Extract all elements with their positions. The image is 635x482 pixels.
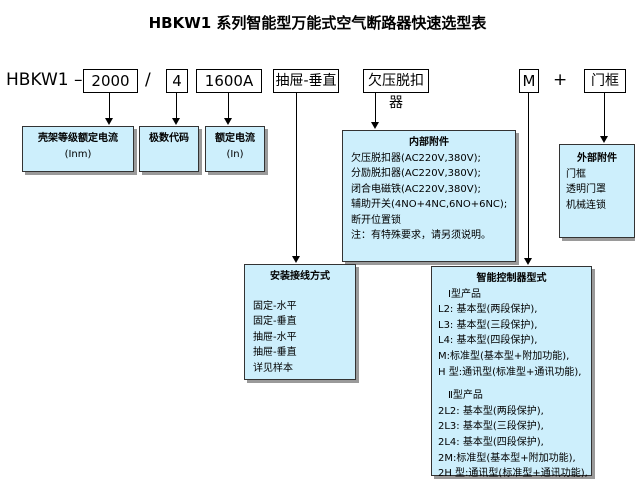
arrow-rated [224, 118, 232, 125]
smart-group1-item: M:标准型(基本型+附加功能), [438, 350, 570, 362]
internal-title: 内部附件 [409, 137, 449, 148]
smart-group1-item: L2: 基本型(两段保护), [438, 304, 538, 316]
rated-info-title: 额定电流 [215, 133, 255, 144]
connector-install [296, 92, 297, 256]
internal-item: 注：有特殊要求，请另须说明。 [351, 230, 491, 241]
release-box: 欠压脱扣器 [363, 69, 429, 111]
arrow-door [600, 136, 608, 143]
frame-info-title: 壳架等级额定电流 [38, 133, 118, 144]
frame-info-box: 壳架等级额定电流 (Inm) [22, 126, 134, 172]
plus-sign: + [553, 70, 568, 90]
install-item: 抽屉-垂直 [253, 347, 297, 358]
arrow-frame [105, 118, 113, 125]
internal-item: 辅助开关(4NO+4NC,6NO+6NC); [351, 199, 508, 210]
smart-group1-title: Ⅰ型产品 [448, 288, 481, 300]
install-item: 固定-垂直 [253, 316, 297, 327]
external-accessories-box: 外部附件 门框 透明门罩 机械连锁 [559, 144, 635, 238]
poles-info-box: 极数代码 [139, 126, 199, 172]
smart-group2-title: Ⅱ型产品 [448, 390, 483, 402]
external-title: 外部附件 [577, 153, 617, 164]
rated-info-sub: (In) [226, 148, 244, 160]
poles-info-title: 极数代码 [149, 133, 189, 144]
smart-group2-item: 2H 型:通讯型(标准型+通讯功能), [438, 468, 588, 480]
internal-item: 欠压脱扣器(AC220V,380V); [351, 152, 481, 164]
smart-group1-item: L4: 基本型(四段保护), [438, 335, 538, 347]
install-item: 固定-水平 [253, 300, 297, 312]
frame-info-sub: (Inm) [64, 148, 92, 160]
install-item: 详见样本 [253, 362, 293, 374]
type-code-box: M [519, 69, 539, 93]
smart-group2-item: 2L3: 基本型(三段保护), [438, 421, 544, 433]
install-title: 安装接线方式 [270, 271, 330, 282]
install-box: 抽屉-垂直 [273, 69, 339, 93]
door-box: 门框 [584, 69, 626, 93]
poles-box: 4 [166, 69, 188, 93]
internal-item: 断开位置锁 [351, 214, 401, 226]
arrow-release [371, 122, 379, 129]
external-item: 透明门罩 [566, 184, 606, 195]
connector-door [604, 92, 605, 136]
smart-spacer [438, 380, 591, 388]
smart-controller-box: 智能控制器型式 Ⅰ型产品 L2: 基本型(两段保护), L3: 基本型(三段保护… [431, 266, 592, 479]
install-item: 抽屉-水平 [253, 331, 297, 343]
arrow-type [524, 258, 532, 265]
install-method-box: 安装接线方式 固定-水平 固定-垂直 抽屉-水平 抽屉-垂直 详见样本 [244, 264, 356, 380]
page-title: HBKW1 系列智能型万能式空气断路器快速选型表 [148, 14, 487, 32]
smart-group2-item: 2M:标准型(基本型+附加功能), [438, 452, 576, 464]
install-spacer [253, 285, 355, 299]
rated-current-box: 1600A [196, 69, 262, 93]
smart-group1-item: L3: 基本型(三段保护), [438, 319, 538, 331]
connector-frame [109, 92, 110, 118]
smart-group2-item: 2L4: 基本型(四段保护), [438, 436, 544, 448]
internal-item: 闭合电磁铁(AC220V,380V); [351, 183, 481, 195]
rated-info-box: 额定电流 (In) [205, 126, 265, 172]
external-item: 机械连锁 [566, 199, 606, 211]
connector-release [375, 92, 376, 122]
connector-type [528, 92, 529, 258]
internal-item: 分励脱扣器(AC220V,380V); [351, 168, 481, 179]
frame-current-box: 2000 [83, 69, 138, 93]
internal-accessories-box: 内部附件 欠压脱扣器(AC220V,380V); 分励脱扣器(AC220V,38… [342, 130, 516, 262]
smart-title: 智能控制器型式 [476, 273, 547, 284]
connector-rated [228, 92, 229, 118]
separator-slash: / [145, 70, 151, 90]
smart-group2-item: 2L2: 基本型(两段保护), [438, 405, 544, 417]
arrow-poles [172, 118, 180, 125]
external-item: 门框 [566, 168, 586, 180]
connector-poles [176, 92, 177, 118]
arrow-install [292, 256, 300, 263]
smart-group1-item: H 型:通讯型(标准型+通讯功能), [438, 366, 582, 378]
model-prefix: HBKW1 – [6, 70, 83, 90]
